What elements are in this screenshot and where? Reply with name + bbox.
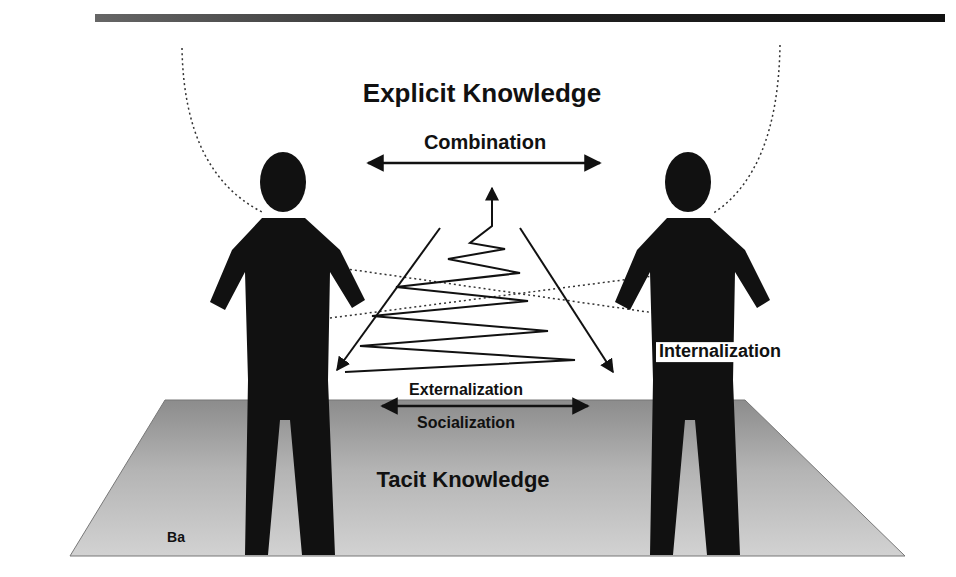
person-figure bbox=[210, 152, 365, 555]
label: Ba bbox=[167, 530, 185, 545]
label: Internalization bbox=[656, 342, 784, 362]
label: Socialization bbox=[417, 414, 515, 432]
ba-ground bbox=[70, 400, 905, 556]
label: Externalization bbox=[409, 381, 523, 399]
combination-arrow bbox=[368, 162, 600, 165]
knowledge-spiral bbox=[345, 188, 575, 372]
label: Combination bbox=[424, 131, 546, 153]
dotted-arc bbox=[712, 45, 780, 214]
label: Tacit Knowledge bbox=[376, 468, 549, 492]
dotted-arc bbox=[182, 48, 262, 212]
socialization-arrow bbox=[382, 405, 588, 408]
label: Explicit Knowledge bbox=[363, 79, 601, 108]
top-bar bbox=[95, 14, 945, 22]
diagonal-arrow bbox=[520, 228, 613, 372]
